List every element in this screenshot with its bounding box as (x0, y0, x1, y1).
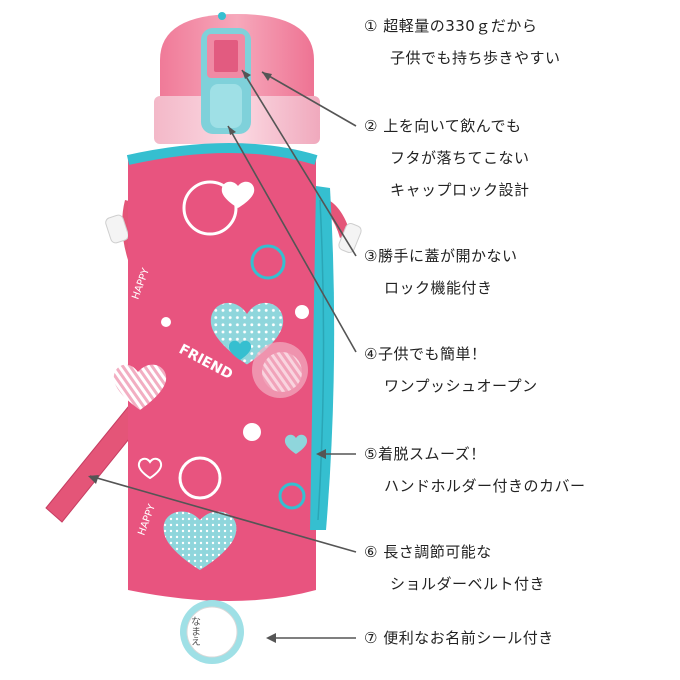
callout-arrow-4 (316, 449, 326, 459)
callout-line-5 (89, 475, 357, 553)
feature-4-line-1: ④子供でも簡単！ (364, 345, 487, 363)
callout-arrow-6 (266, 633, 276, 643)
feature-6-line-1: ⑥ 長さ調節可能な (364, 543, 492, 561)
feature-7-line-1: ⑦ 便利なお名前シール付き (364, 629, 554, 647)
feature-2-line-2: フタが落ちてこない (390, 149, 530, 167)
feature-3-line-1: ③勝手に蓋が開かない (364, 247, 518, 265)
callout-line-1 (261, 71, 357, 127)
feature-6-line-2: ショルダーベルト付き (390, 575, 546, 593)
feature-1: ① 超軽量の330ｇだから 子供でも持ち歩きやすい (364, 10, 561, 74)
bottle-cover: HAPPY HAPPY FRIEND (113, 143, 335, 601)
lock-button (201, 28, 251, 134)
feature-1-line-1: ① 超軽量の330ｇだから (364, 17, 538, 35)
name-seal-label: なまえ (189, 616, 200, 646)
feature-2: ② 上を向いて飲んでも フタが落ちてこない キャップロック設計 (364, 110, 530, 206)
callout-arrow-5 (88, 475, 99, 484)
feature-3-line-2: ロック機能付き (384, 279, 493, 297)
callout-line-3 (227, 125, 357, 353)
name-seal: なまえ (180, 600, 244, 664)
feature-7: ⑦ 便利なお名前シール付き (364, 622, 554, 654)
feature-2-line-3: キャップロック設計 (390, 181, 530, 199)
feature-4-line-2: ワンプッシュオープン (384, 377, 538, 395)
feature-5-line-2: ハンドホルダー付きのカバー (384, 477, 586, 495)
feature-2-line-1: ② 上を向いて飲んでも (364, 117, 522, 135)
feature-5: ⑤着脱スムーズ！ ハンドホルダー付きのカバー (364, 438, 586, 502)
callout-arrow-3 (228, 126, 236, 135)
callout-lines (88, 69, 357, 643)
callout-arrow-2 (242, 70, 251, 79)
feature-6: ⑥ 長さ調節可能な ショルダーベルト付き (364, 536, 545, 600)
feature-1-line-2: 子供でも持ち歩きやすい (390, 49, 561, 67)
feature-3: ③勝手に蓋が開かない ロック機能付き (364, 240, 517, 304)
callout-line-2 (241, 69, 357, 257)
callout-arrow-1 (262, 72, 272, 81)
feature-4: ④子供でも簡単！ ワンプッシュオープン (364, 338, 538, 402)
feature-5-line-1: ⑤着脱スムーズ！ (364, 445, 486, 463)
